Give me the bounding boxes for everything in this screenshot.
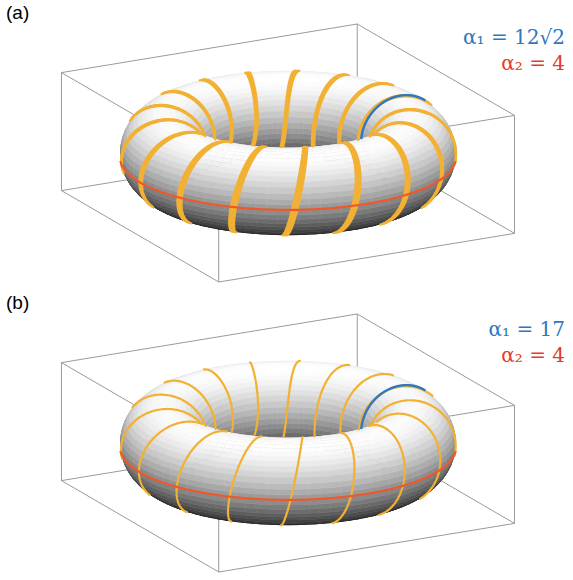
torus-surface — [262, 134, 267, 139]
torus-surface — [268, 86, 275, 91]
torus-surface — [288, 128, 293, 133]
torus-surface — [300, 90, 307, 95]
torus-surface — [304, 134, 309, 139]
torus-surface — [270, 95, 277, 101]
torus-surface — [288, 123, 293, 129]
torus-surface — [299, 123, 304, 129]
torus-surface — [275, 86, 282, 91]
torus-surface — [267, 129, 272, 135]
torus-surface — [271, 143, 277, 147]
torus-surface — [288, 117, 293, 123]
torus-surface — [277, 123, 282, 129]
torus-surface — [262, 118, 267, 124]
torus-surface — [272, 128, 277, 134]
torus-surface — [294, 90, 301, 95]
torus-surface — [275, 90, 282, 95]
torus-surface — [272, 139, 278, 144]
torus-surface — [299, 106, 305, 112]
torus-surface — [272, 134, 277, 139]
torus-surface — [299, 134, 304, 139]
torus-surface — [261, 112, 267, 118]
torus-surface — [272, 123, 277, 129]
torus-surface — [293, 111, 299, 117]
torus-surface — [293, 106, 299, 112]
torus-surface — [267, 134, 272, 139]
bounding-box-edge — [219, 233, 515, 282]
torus-surface — [304, 123, 309, 129]
torus-surface — [288, 138, 293, 143]
torus-surface — [295, 78, 303, 82]
torus-surface — [299, 117, 304, 123]
torus-surface — [299, 111, 305, 117]
torus-surface — [261, 139, 267, 144]
torus-surface — [304, 129, 309, 135]
torus-surface — [274, 82, 281, 86]
torus-surface — [319, 124, 324, 130]
torus-surface — [281, 78, 288, 81]
torus-surface — [293, 117, 298, 123]
torus-surface — [294, 100, 300, 106]
torus-surface — [293, 133, 298, 138]
bounding-box-edge — [61, 24, 357, 73]
torus-surface — [266, 112, 272, 118]
torus-surface — [281, 82, 288, 86]
torus-surface — [294, 95, 300, 100]
torus-surface — [293, 128, 298, 133]
torus-surface — [304, 139, 310, 144]
torus-panel — [61, 24, 514, 282]
torus-surface — [324, 120, 329, 126]
torus-surface — [262, 123, 267, 129]
torus-surface — [301, 86, 308, 91]
torus-surface — [272, 111, 278, 117]
torus-surface — [304, 112, 310, 118]
torus-surface — [247, 120, 252, 126]
torus-surface — [273, 78, 281, 82]
torus-surface — [266, 106, 272, 112]
torus-surface — [299, 128, 304, 134]
torus-surface — [288, 143, 294, 147]
torus-surface — [295, 82, 302, 86]
torus-surface — [272, 117, 277, 123]
torus-surface — [293, 143, 299, 147]
torus-surface — [262, 129, 267, 135]
torus-surface — [288, 133, 293, 138]
torus-surface — [267, 123, 272, 129]
torus-surface — [294, 86, 301, 91]
torus-surface — [276, 100, 282, 106]
torus-surface — [280, 75, 288, 78]
torus-surface — [277, 106, 283, 112]
torus-surface — [319, 119, 324, 125]
torus-surface — [271, 106, 277, 112]
torus-surface — [277, 117, 282, 123]
torus-surface — [293, 138, 299, 143]
torus-surface — [276, 95, 282, 100]
torus-surface — [304, 106, 310, 112]
torus-surface — [299, 139, 305, 144]
torus-surface — [277, 111, 283, 117]
torus-surface — [266, 139, 272, 144]
torus-surface — [304, 117, 309, 123]
torus-surface — [300, 95, 307, 101]
torus-surface — [271, 100, 277, 106]
torus-surface — [269, 90, 276, 95]
torus-surface — [293, 123, 298, 129]
torus-surface — [267, 117, 272, 123]
torus-surface — [299, 100, 305, 106]
